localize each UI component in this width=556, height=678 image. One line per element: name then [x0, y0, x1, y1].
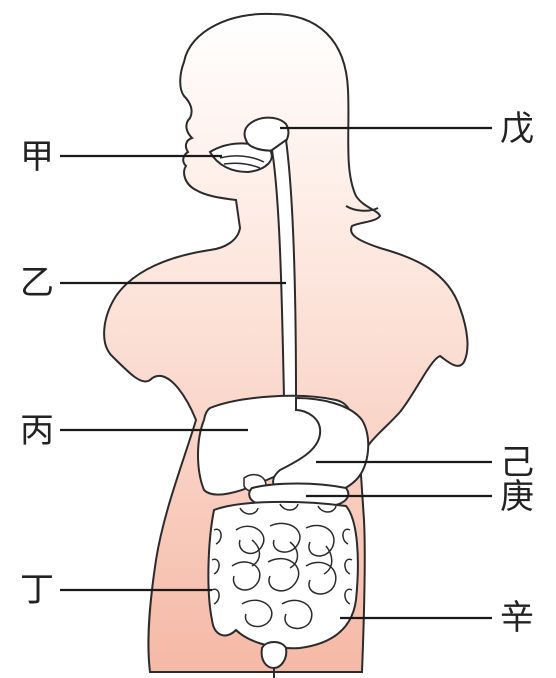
rectum: [262, 642, 287, 668]
label-bing: 丙: [20, 414, 54, 448]
label-jia: 甲: [20, 140, 54, 174]
label-xin: 辛: [500, 601, 534, 635]
label-ji: 己: [500, 446, 534, 480]
label-geng: 庚: [500, 480, 534, 514]
label-wu: 戊: [500, 112, 534, 146]
label-ding: 丁: [20, 573, 54, 607]
label-yi: 乙: [20, 266, 54, 300]
